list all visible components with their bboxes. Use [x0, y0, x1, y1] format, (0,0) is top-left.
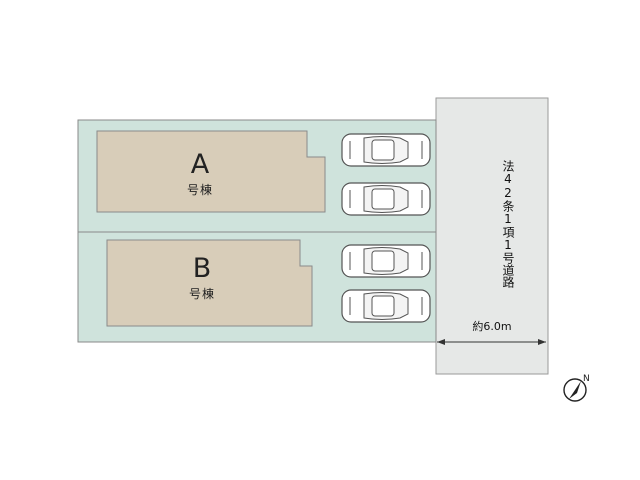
lot-a-label: A 号棟 [170, 150, 230, 198]
lot-a-sub: 号棟 [186, 183, 213, 197]
building-b [106, 239, 313, 327]
road-width-label: 約6.0m [472, 320, 512, 333]
compass-icon: N [563, 374, 590, 402]
car-icon [341, 289, 431, 323]
road-area [435, 97, 549, 375]
lot-b-letter: B [192, 253, 212, 284]
compass-letter: N [583, 374, 590, 384]
car-icon [341, 182, 431, 216]
road-width-dimension [437, 339, 546, 345]
road-label: 法42条1項1号道路 [501, 160, 515, 288]
lot-a-letter: A [190, 149, 210, 180]
building-a [96, 130, 326, 213]
car-icon [341, 133, 431, 167]
car-icon [341, 244, 431, 278]
lot-b-sub: 号棟 [188, 287, 215, 301]
lot-b-label: B 号棟 [172, 254, 232, 302]
